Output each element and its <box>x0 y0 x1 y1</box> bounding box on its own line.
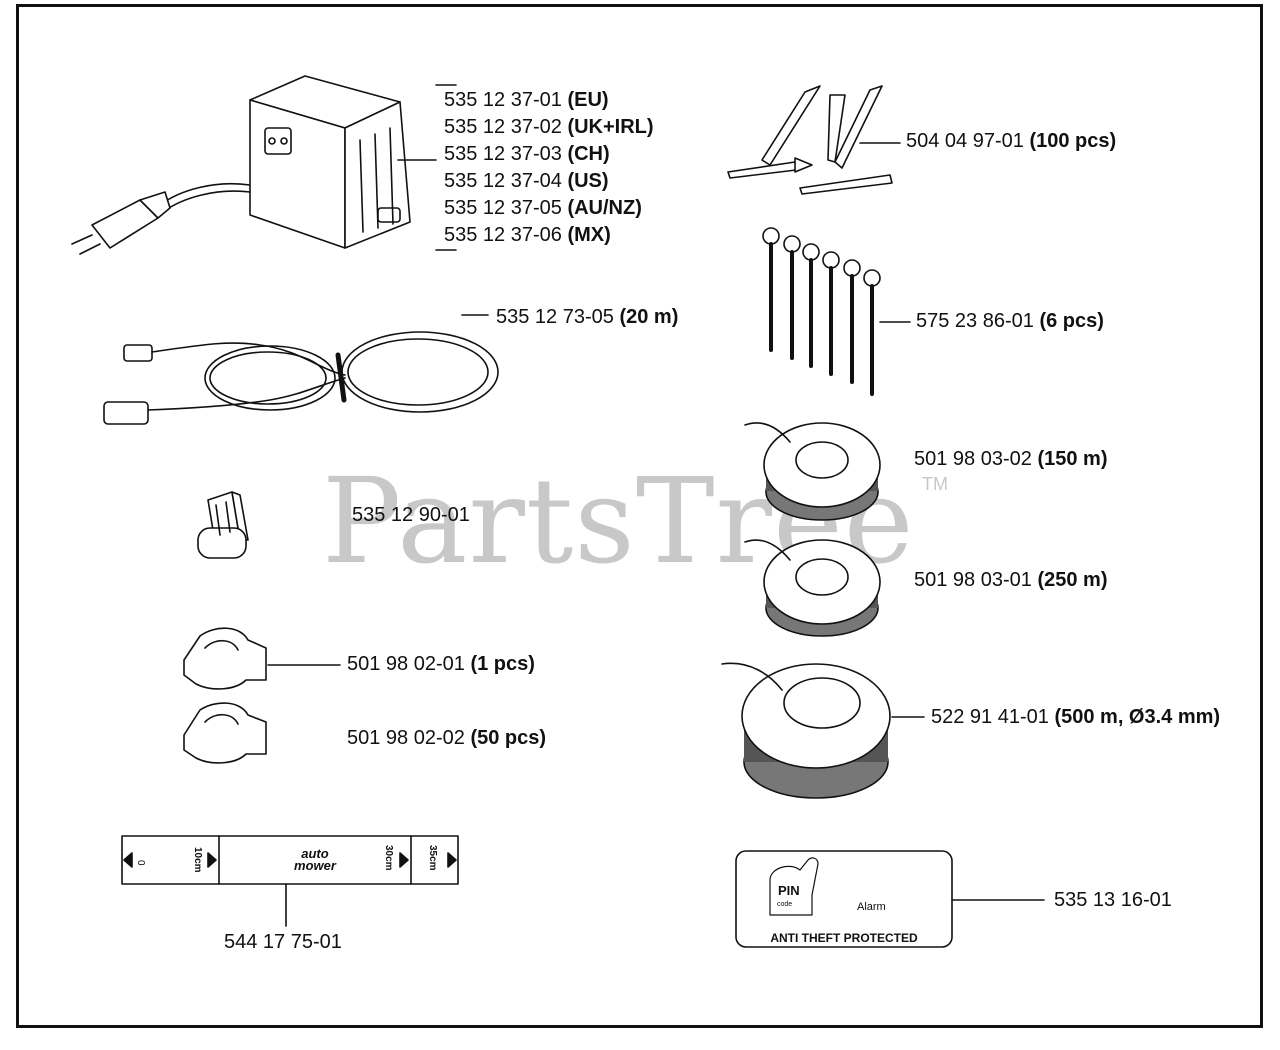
connector-drawing <box>197 491 249 559</box>
part-label-501-98-02-01[interactable]: 501 98 02-01 (1 pcs) <box>347 653 535 675</box>
tape-mark-30: 30cm <box>383 845 394 871</box>
extension-cable-drawing <box>103 331 499 425</box>
anti-theft-sticker-drawing <box>735 850 953 948</box>
watermark-tm: TM <box>922 474 948 494</box>
part-label-535-12-73-05[interactable]: 535 12 73-05 (20 m) <box>496 306 679 328</box>
part-label-535-12-37-06[interactable]: 535 12 37-06 (MX) <box>444 224 611 246</box>
part-label-501-98-02-02[interactable]: 501 98 02-02 (50 pcs) <box>347 727 547 749</box>
tape-mark-35: 35cm <box>427 845 438 871</box>
screw-pegs-drawing <box>762 227 881 396</box>
tape-logo-line1: auto <box>301 846 329 861</box>
splice-1pcs-drawing <box>183 627 267 690</box>
wire-spool-150m-drawing <box>744 422 881 521</box>
tape-mark-0: 0 <box>135 860 146 866</box>
sticker-pin-text: PIN <box>778 883 800 898</box>
part-label-544-17-75-01[interactable]: 544 17 75-01 <box>224 931 342 953</box>
sticker-caption: ANTI THEFT PROTECTED <box>770 931 918 945</box>
measuring-tape-drawing <box>121 835 459 885</box>
part-label-501-98-03-01[interactable]: 501 98 03-01 (250 m) <box>914 569 1108 591</box>
sticker-alarm-text: Alarm <box>857 901 886 913</box>
part-label-504-04-97-01[interactable]: 504 04 97-01 (100 pcs) <box>906 130 1117 152</box>
tape-mark-10: 10cm <box>192 847 203 873</box>
transformer-drawing <box>71 75 411 255</box>
part-label-522-91-41-01[interactable]: 522 91 41-01 (500 m, Ø3.4 mm) <box>931 706 1221 728</box>
tape-logo-line2: mower <box>294 858 337 873</box>
sticker-code-text: code <box>777 901 792 908</box>
part-label-535-12-90-01[interactable]: 535 12 90-01 <box>352 504 470 526</box>
part-label-575-23-86-01[interactable]: 575 23 86-01 (6 pcs) <box>916 310 1104 332</box>
part-label-535-12-37-03[interactable]: 535 12 37-03 (CH) <box>444 143 610 165</box>
part-label-501-98-03-02[interactable]: 501 98 03-02 (150 m) <box>914 448 1108 470</box>
part-label-535-12-37-01[interactable]: 535 12 37-01 (EU) <box>444 89 609 111</box>
splice-50pcs-drawing <box>183 702 267 764</box>
wire-spool-500m-drawing <box>721 662 891 799</box>
diagram-frame <box>16 4 1263 1028</box>
part-label-535-13-16-01[interactable]: 535 13 16-01 <box>1054 889 1172 911</box>
part-label-535-12-37-05[interactable]: 535 12 37-05 (AU/NZ) <box>444 197 642 219</box>
part-label-535-12-37-04[interactable]: 535 12 37-04 (US) <box>444 170 609 192</box>
wire-spool-250m-drawing <box>744 539 881 637</box>
part-label-535-12-37-02[interactable]: 535 12 37-02 (UK+IRL) <box>444 116 654 138</box>
pegs-drawing <box>727 85 893 195</box>
